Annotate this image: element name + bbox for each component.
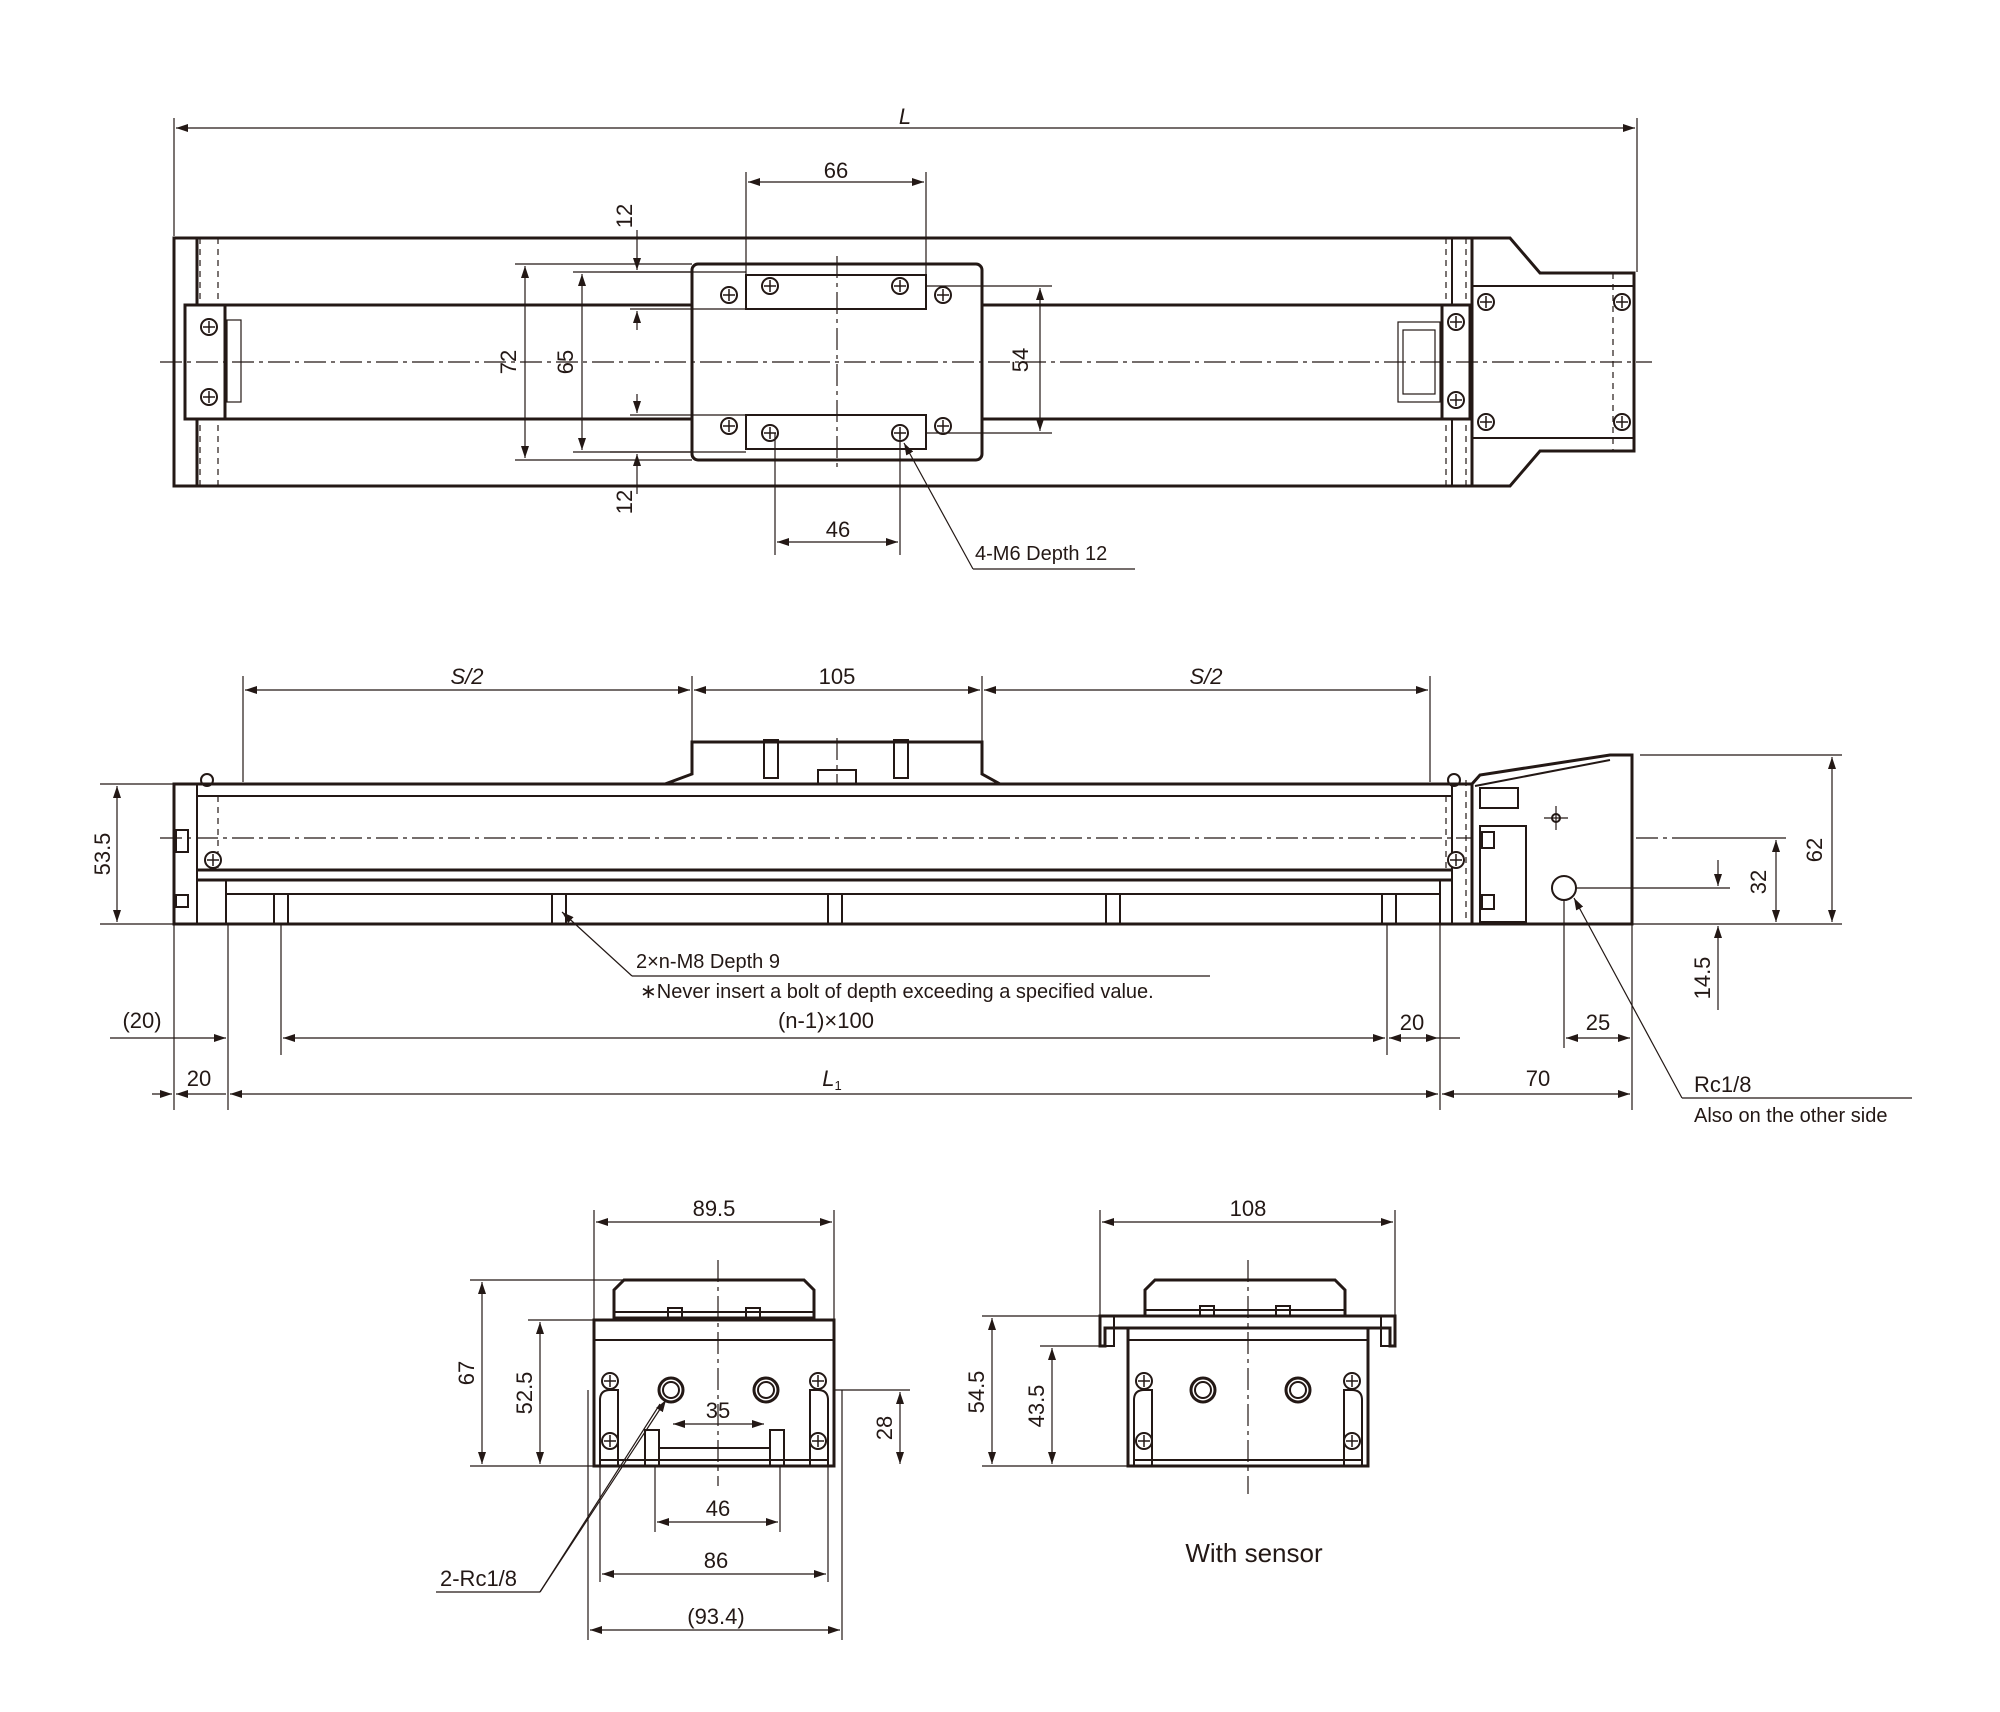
dim-46-end: 46 <box>706 1496 730 1521</box>
dim-s2-right: S/2 <box>1189 664 1222 689</box>
dim-65: 65 <box>553 350 578 374</box>
sensor-view: 108 54.5 43.5 With sensor <box>964 1196 1397 1568</box>
dim-89-5: 89.5 <box>693 1196 736 1221</box>
dim-L1: L1 <box>822 1066 841 1093</box>
dim-s2-left: S/2 <box>450 664 483 689</box>
dim-53-5: 53.5 <box>90 833 115 876</box>
motor-housing-side <box>1470 753 1634 926</box>
callout-2-rc18: 2-Rc1/8 <box>440 1566 517 1591</box>
dim-20-end: 20 <box>1400 1010 1424 1035</box>
callout-rc18: Rc1/8 <box>1694 1072 1751 1097</box>
dim-28: 28 <box>872 1416 897 1440</box>
dim-35: 35 <box>706 1398 730 1423</box>
dim-93-4: (93.4) <box>687 1604 744 1629</box>
dim-20-ref: (20) <box>122 1008 161 1033</box>
dim-54: 54 <box>1008 348 1033 372</box>
dim-L: L <box>899 104 911 129</box>
dim-46: 46 <box>826 517 850 542</box>
dim-62: 62 <box>1802 838 1827 862</box>
dim-14-5: 14.5 <box>1690 957 1715 1000</box>
dim-86: 86 <box>704 1548 728 1573</box>
motor-flange <box>1470 236 1636 488</box>
callout-m8: 2×n-M8 Depth 9 <box>636 951 780 973</box>
dim-12-top: 12 <box>612 204 637 228</box>
body-side <box>172 782 1474 926</box>
dim-72: 72 <box>496 350 521 374</box>
dim-66: 66 <box>824 158 848 183</box>
dim-70: 70 <box>1526 1066 1550 1091</box>
end-body <box>592 1318 836 1468</box>
dim-12-bottom: 12 <box>612 490 637 514</box>
dim-25: 25 <box>1586 1010 1610 1035</box>
m8-holes <box>273 893 1397 925</box>
caption-with-sensor: With sensor <box>1185 1538 1323 1568</box>
dim-54-5: 54.5 <box>964 1371 989 1414</box>
callout-other-side: Also on the other side <box>1694 1105 1887 1127</box>
callout-warning: ∗Never insert a bolt of depth exceeding … <box>640 981 1154 1003</box>
top-view: L <box>160 104 1652 570</box>
dim-105: 105 <box>819 664 856 689</box>
dim-108: 108 <box>1230 1196 1267 1221</box>
dim-67: 67 <box>454 1361 479 1385</box>
dim-52-5: 52.5 <box>512 1372 537 1415</box>
dim-20-start: 20 <box>187 1066 211 1091</box>
side-view: S/2 105 S/2 <box>90 664 1912 1127</box>
callout-4-m6: 4-M6 Depth 12 <box>975 543 1107 565</box>
dim-32: 32 <box>1746 870 1771 894</box>
dim-43-5: 43.5 <box>1024 1385 1049 1428</box>
end-view: 89.5 67 52.5 35 28 46 86 (93.4) <box>436 1196 910 1640</box>
dim-pitch: (n-1)×100 <box>778 1008 874 1033</box>
